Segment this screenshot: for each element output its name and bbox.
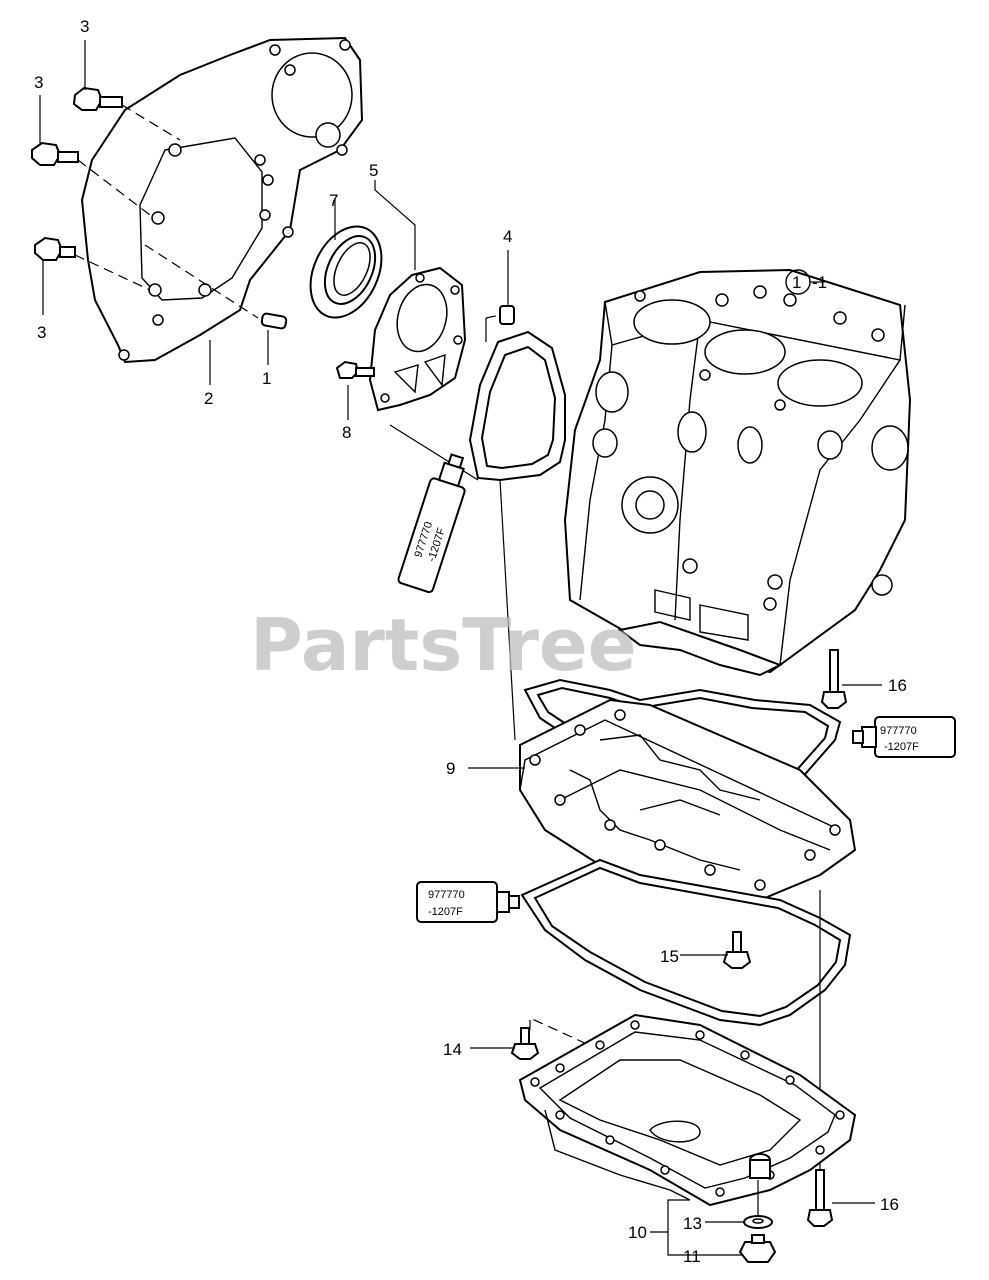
upper-pan-bolt[interactable] bbox=[722, 931, 752, 969]
flywheel-housing-plate[interactable] bbox=[80, 36, 364, 364]
flange-bolt-upper[interactable] bbox=[72, 86, 123, 111]
block-bottom-gasket[interactable] bbox=[617, 620, 783, 677]
callout-3-middle: 3 bbox=[34, 73, 43, 92]
drain-plug[interactable] bbox=[738, 1234, 777, 1263]
flange-bolt-middle[interactable] bbox=[31, 141, 79, 166]
drain-plug-washer[interactable] bbox=[743, 1215, 773, 1229]
long-bolt-upper[interactable] bbox=[820, 649, 848, 709]
knock-pin[interactable] bbox=[499, 305, 515, 325]
callout-3-bottom: 3 bbox=[37, 323, 46, 342]
callout-3-top: 3 bbox=[80, 17, 89, 36]
dowel-pin[interactable] bbox=[260, 312, 288, 330]
callout-13: 13 bbox=[683, 1214, 702, 1233]
callout-16-upper: 16 bbox=[888, 676, 907, 695]
watermark: PartsTree bbox=[250, 603, 637, 687]
callout-4: 4 bbox=[503, 227, 512, 246]
callout-9: 9 bbox=[446, 759, 455, 778]
callout-14: 14 bbox=[443, 1040, 462, 1059]
sealant-tube-3-line1: 977770 bbox=[428, 889, 465, 901]
callout-block-reference: 1 -1 bbox=[785, 269, 827, 295]
seal-holder-gasket[interactable] bbox=[468, 330, 566, 482]
sealant-tube-2-line2: -1207F bbox=[884, 741, 919, 753]
crankshaft-oil-seal[interactable] bbox=[297, 215, 396, 329]
callout-15: 15 bbox=[660, 947, 679, 966]
long-bolt-lower[interactable] bbox=[806, 1169, 834, 1227]
seal-holder-bolt[interactable] bbox=[335, 360, 375, 379]
oil-pan-bolt[interactable] bbox=[510, 1027, 540, 1060]
oil-seal-holder[interactable] bbox=[368, 266, 467, 412]
sealant-tube-3[interactable]: 977770 -1207F bbox=[416, 881, 520, 923]
callout-8: 8 bbox=[342, 423, 351, 442]
callout-block-number: 1 bbox=[792, 273, 801, 292]
callout-11: 11 bbox=[683, 1247, 701, 1266]
oil-pan-gasket[interactable] bbox=[520, 858, 852, 1027]
sealant-tube-3-line2: -1207F bbox=[428, 906, 463, 918]
callout-1: 1 bbox=[262, 369, 271, 388]
callout-7: 7 bbox=[329, 191, 338, 210]
sealant-tube-2[interactable]: 977770 -1207F bbox=[852, 716, 956, 758]
oil-pan[interactable] bbox=[518, 1013, 857, 1207]
flange-bolt-lower[interactable] bbox=[34, 236, 76, 261]
sealant-tube-1[interactable]: 977770 -1207F bbox=[397, 451, 474, 594]
callout-block-suffix: -1 bbox=[812, 273, 827, 292]
callout-5: 5 bbox=[369, 161, 378, 180]
callout-16-lower: 16 bbox=[880, 1195, 899, 1214]
cylinder-block[interactable] bbox=[563, 268, 912, 674]
sealant-tube-2-line1: 977770 bbox=[880, 725, 917, 737]
callout-10: 10 bbox=[628, 1223, 647, 1242]
callout-2: 2 bbox=[204, 389, 213, 408]
